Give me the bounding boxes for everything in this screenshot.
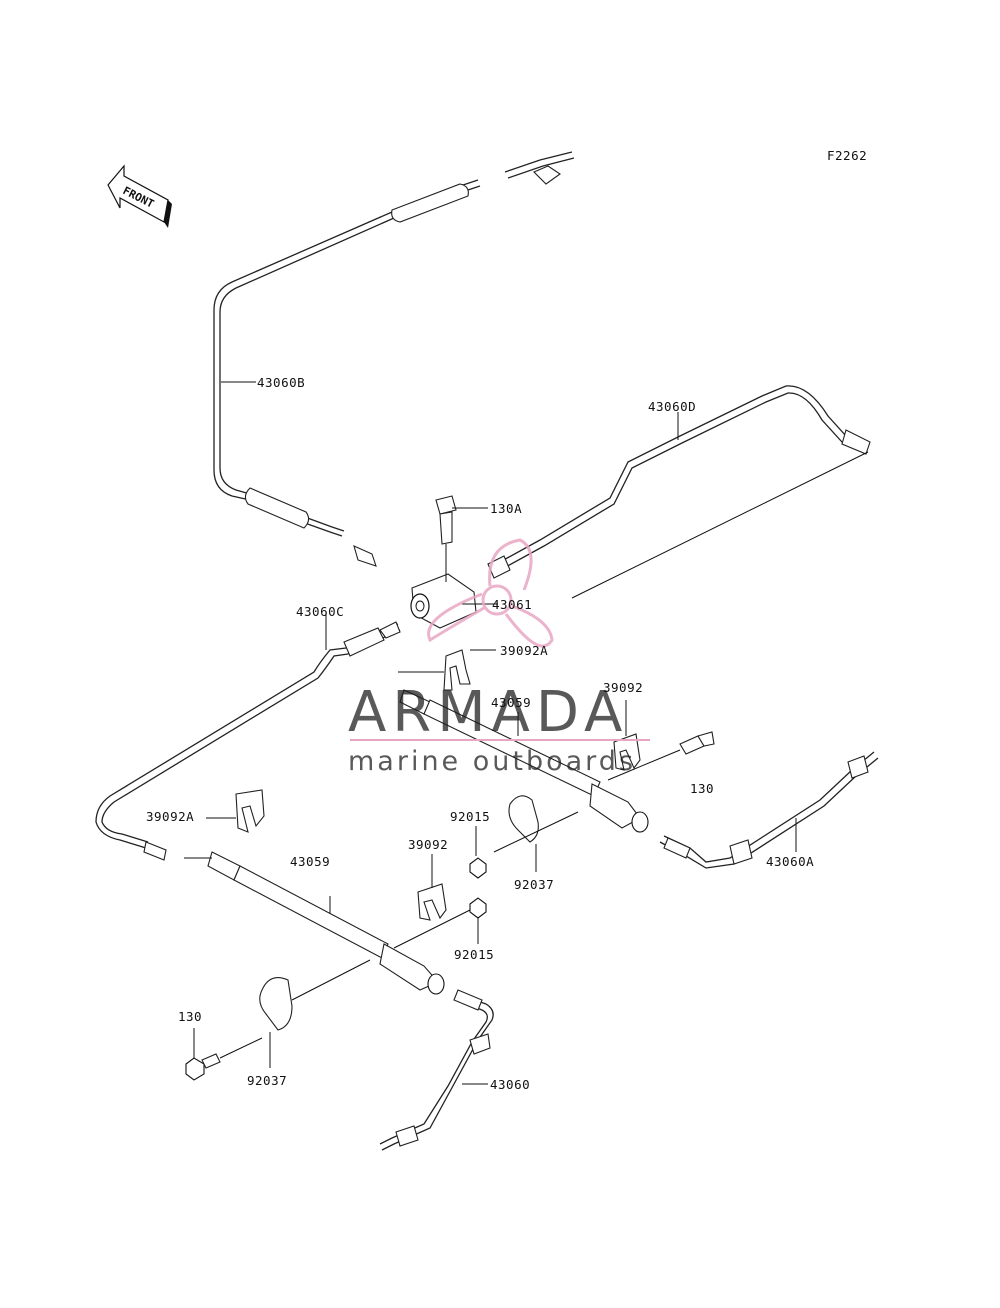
label-130-right: 130 bbox=[690, 781, 714, 796]
label-92037-right: 92037 bbox=[514, 877, 554, 892]
nut-92015-upper bbox=[469, 826, 487, 879]
label-92015-upper: 92015 bbox=[450, 809, 490, 824]
leader-lines bbox=[221, 381, 869, 650]
armada-propeller-logo bbox=[427, 538, 554, 648]
label-43060: 43060 bbox=[490, 1077, 530, 1092]
front-arrow-icon: FRONT bbox=[107, 164, 172, 228]
label-43059-lower: 43059 bbox=[290, 854, 330, 869]
brake-pipe-43060c bbox=[95, 621, 401, 861]
watermark-subtitle: marine outboards bbox=[348, 746, 636, 777]
label-43060c: 43060C bbox=[296, 604, 344, 619]
clip-39092a-upper bbox=[443, 649, 496, 691]
bolt-130-right bbox=[607, 731, 715, 781]
label-130a: 130A bbox=[490, 501, 522, 516]
figure-code: F2262 bbox=[827, 148, 867, 163]
label-43060b: 43060B bbox=[257, 375, 305, 390]
brake-pipe-43060a bbox=[659, 751, 879, 869]
watermark-title: ARMADA bbox=[348, 680, 628, 745]
clip-39092-upper bbox=[613, 700, 641, 771]
label-43060a: 43060A bbox=[766, 854, 814, 869]
clip-39092a-lower bbox=[206, 789, 265, 833]
brake-hose-43059-lower bbox=[184, 851, 445, 995]
label-92037-left: 92037 bbox=[247, 1073, 287, 1088]
label-39092-lower: 39092 bbox=[408, 837, 448, 852]
brake-pipe-43060 bbox=[379, 989, 494, 1151]
bolt-130a bbox=[435, 495, 457, 582]
label-39092-upper: 39092 bbox=[603, 680, 643, 695]
bolt-130-left bbox=[185, 1028, 263, 1081]
label-39092a-upper: 39092A bbox=[500, 643, 548, 658]
nut-92015-lower bbox=[393, 897, 487, 949]
label-130-left: 130 bbox=[178, 1009, 202, 1024]
brake-pipe-43060b bbox=[213, 151, 575, 567]
label-92015-lower: 92015 bbox=[454, 947, 494, 962]
clip-39092-lower bbox=[417, 854, 447, 921]
label-43059-upper: 43059 bbox=[491, 695, 531, 710]
clamp-92037-left bbox=[259, 959, 371, 1068]
junction-block-43061 bbox=[410, 573, 477, 629]
label-43061: 43061 bbox=[492, 597, 532, 612]
label-43060d: 43060D bbox=[648, 399, 696, 414]
brake-pipe-43060d bbox=[487, 385, 871, 579]
clamp-92037-right bbox=[493, 795, 579, 872]
brake-hose-43059-upper bbox=[398, 671, 649, 833]
label-39092a-lower: 39092A bbox=[146, 809, 194, 824]
